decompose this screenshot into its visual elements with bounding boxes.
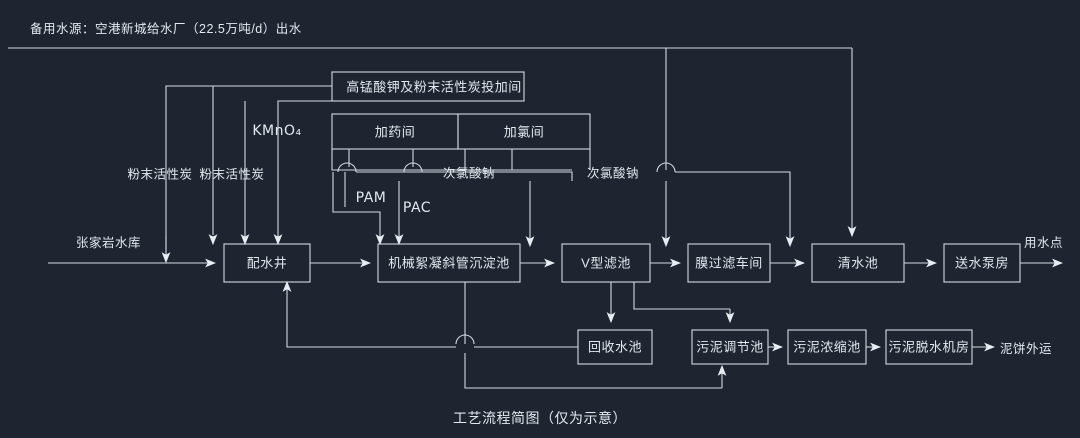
naclo-to-vfilter	[675, 171, 791, 236]
label-pac: PAC	[402, 200, 432, 216]
top-note: 备用水源：空港新城给水厂（22.5万吨/d）出水	[30, 22, 302, 36]
kmno4-room-bottom-bus	[277, 100, 332, 235]
label-pac-carbon-1: 粉末活性炭	[127, 167, 193, 182]
dosing-room-bottom-bus	[331, 149, 572, 171]
naclo-right-bus	[422, 171, 573, 181]
box-chlorination-room	[457, 113, 591, 150]
diagram-caption: 工艺流程简图（仅为示意）	[453, 410, 627, 426]
hop-pam	[337, 162, 357, 173]
hop-naclo-right	[656, 162, 676, 173]
label-pump-house: 送水泵房	[954, 255, 1010, 271]
kmno4-room-left-bus	[165, 85, 332, 250]
label-distribution-well: 配水井	[246, 255, 288, 271]
label-chlorination-room: 加氯间	[503, 124, 545, 140]
label-clearwater-tank: 清水池	[837, 255, 879, 271]
label-pac-carbon-2: 粉末活性炭	[199, 167, 265, 182]
mud-cake-label: 泥饼外运	[1000, 342, 1053, 356]
label-recycle-water-tank: 回收水池	[587, 339, 643, 355]
label-floc-sed-tank: 机械絮凝斜管沉淀池	[388, 255, 510, 271]
use-point-label: 用水点	[1024, 236, 1064, 250]
label-sludge-thickener: 污泥浓缩池	[793, 339, 861, 355]
hop-pac	[403, 162, 423, 173]
label-naclo-1: 次氯酸钠	[442, 166, 496, 181]
vfilter-to-balance	[633, 282, 730, 310]
label-v-filter: V型滤池	[581, 255, 631, 271]
label-kmno4-pac-dosing-room: 高锰酸钾及粉末活性炭投加间	[346, 79, 522, 95]
label-naclo-2: 次氯酸钠	[586, 166, 640, 181]
label-sludge-dewatering-room: 污泥脱水机房	[888, 339, 970, 355]
pam-route	[332, 172, 381, 236]
recycle-return-route-2	[286, 292, 456, 348]
label-membrane-shop: 膜过滤车间	[695, 255, 763, 271]
label-kmno4: KMnO₄	[252, 123, 302, 139]
sed-sludge-route-2	[464, 353, 722, 389]
source-label: 张家岩水库	[76, 236, 142, 250]
label-pam: PAM	[355, 190, 387, 206]
label-sludge-balance-tank: 污泥调节池	[696, 339, 764, 355]
label-chemical-dosing-room: 加药间	[374, 124, 416, 140]
